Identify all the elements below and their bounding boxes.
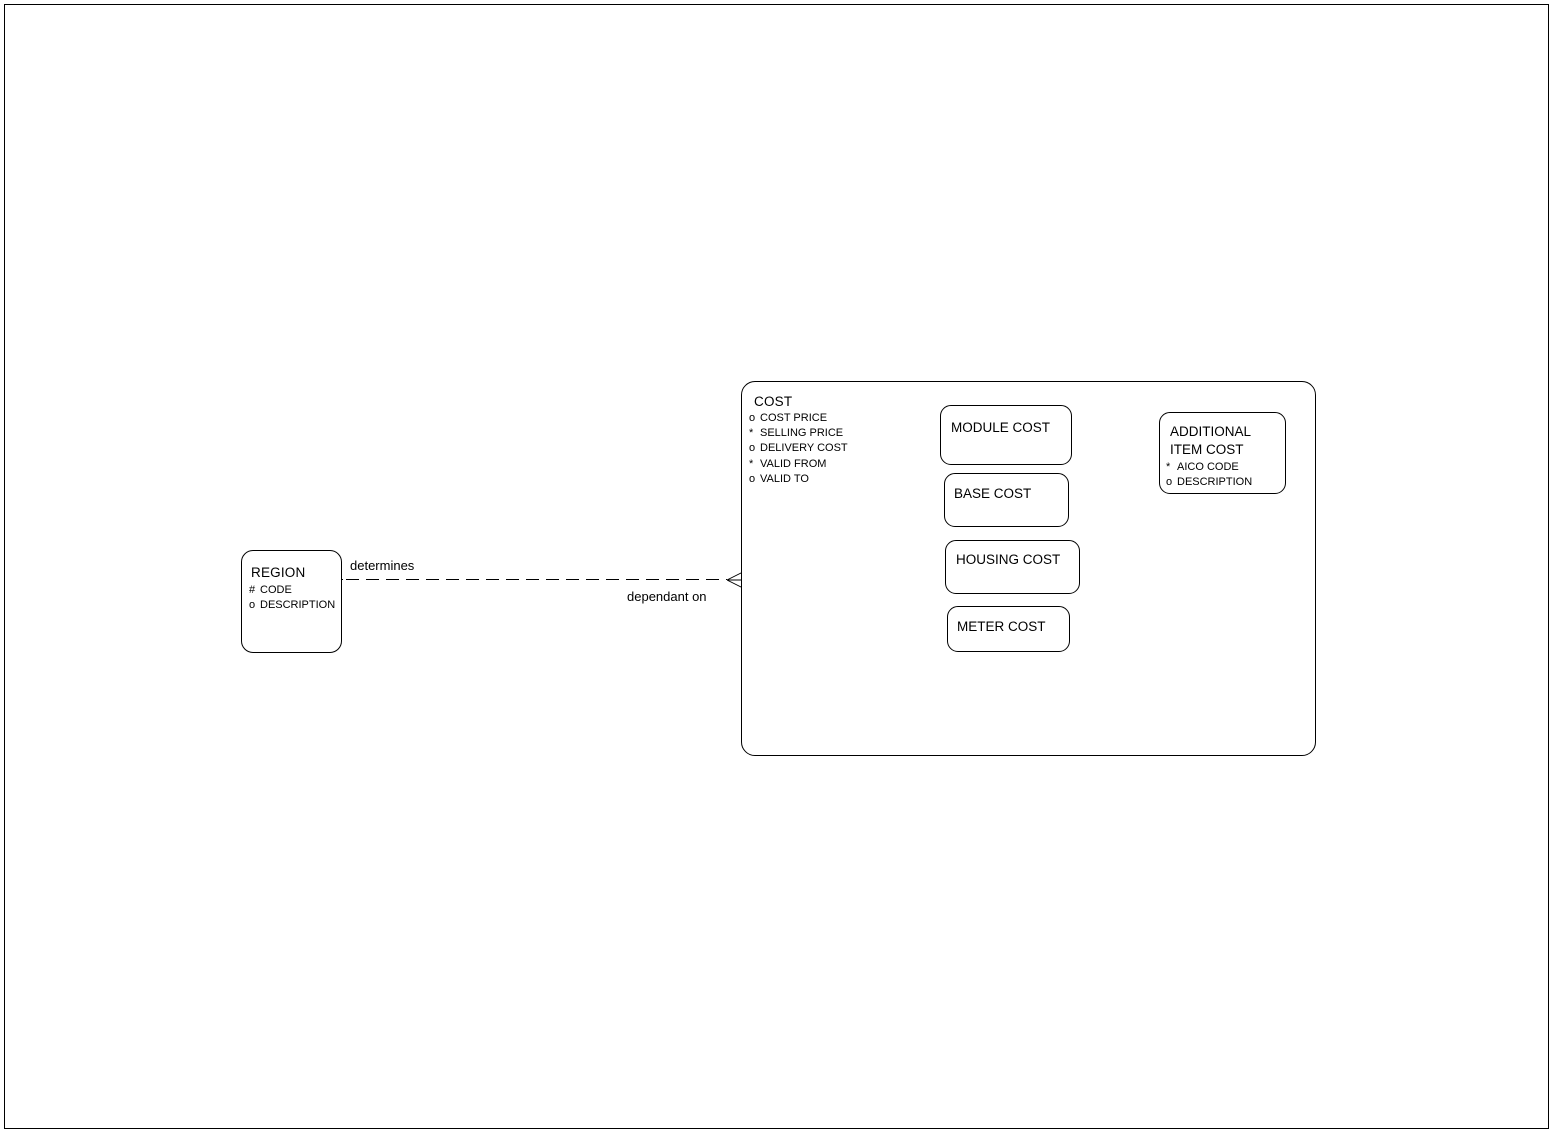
entity-cost-title: COST <box>754 394 793 409</box>
attribute-name: DESCRIPTION <box>1177 476 1253 489</box>
attribute-marker: o <box>749 412 756 424</box>
attribute-name: DESCRIPTION <box>260 599 336 612</box>
attribute-marker: * <box>749 427 754 440</box>
entity-region[interactable] <box>241 550 342 653</box>
entity-meter-cost[interactable] <box>947 606 1070 652</box>
entity-cost[interactable] <box>741 381 1316 756</box>
attribute-row: o DESCRIPTION <box>249 598 335 613</box>
attribute-name: CODE <box>260 584 292 596</box>
relationship-line-region-cost[interactable] <box>346 579 727 580</box>
entity-additional-item-cost-title-line1: ADDITIONAL <box>1170 424 1252 439</box>
entity-additional-item-cost-title-line2: ITEM COST <box>1170 442 1244 457</box>
entity-additional-item-cost-attributes: * AICO CODE o DESCRIPTION <box>1166 460 1252 490</box>
entity-base-cost[interactable] <box>944 473 1069 527</box>
attribute-row: # CODE <box>249 583 335 598</box>
entity-region-attributes: # CODE o DESCRIPTION <box>249 583 341 615</box>
page-border <box>4 4 1549 1129</box>
relationship-line-start-dot <box>341 579 343 580</box>
entity-additional-item-cost[interactable] <box>1159 412 1286 494</box>
attribute-row: * VALID FROM <box>749 457 848 472</box>
entity-module-cost-title: MODULE COST <box>951 420 1051 435</box>
relationship-label-dependant-on: dependant on <box>627 589 707 604</box>
attribute-row: o VALID TO <box>749 472 848 487</box>
attribute-row: o COST PRICE <box>749 411 848 426</box>
entity-housing-cost-title: HOUSING COST <box>956 552 1061 567</box>
attribute-name: COST PRICE <box>760 412 828 424</box>
entity-meter-cost-title: METER COST <box>957 619 1046 634</box>
attribute-marker: o <box>1166 476 1173 489</box>
attribute-marker: * <box>749 457 754 470</box>
attribute-name: DELIVERY COST <box>760 442 848 455</box>
crows-foot-marker <box>726 572 742 588</box>
attribute-row: o DESCRIPTION <box>1166 475 1252 490</box>
attribute-name: SELLING PRICE <box>760 427 844 440</box>
attribute-name: VALID TO <box>760 472 809 485</box>
attribute-row: o DELIVERY COST <box>749 441 848 456</box>
attribute-marker: o <box>749 442 756 455</box>
attribute-row: * SELLING PRICE <box>749 426 848 441</box>
attribute-marker: * <box>1166 461 1171 473</box>
entity-housing-cost[interactable] <box>945 540 1080 594</box>
attribute-name: VALID FROM <box>760 457 827 470</box>
attribute-row: * AICO CODE <box>1166 460 1252 475</box>
attribute-marker: # <box>249 584 256 596</box>
entity-module-cost[interactable] <box>940 405 1072 465</box>
entity-region-title: REGION <box>251 565 306 580</box>
attribute-name: AICO CODE <box>1177 461 1239 473</box>
relationship-label-determines: determines <box>350 558 415 573</box>
attribute-marker: o <box>749 472 756 485</box>
attribute-marker: o <box>249 599 256 612</box>
entity-base-cost-title: BASE COST <box>954 486 1032 501</box>
